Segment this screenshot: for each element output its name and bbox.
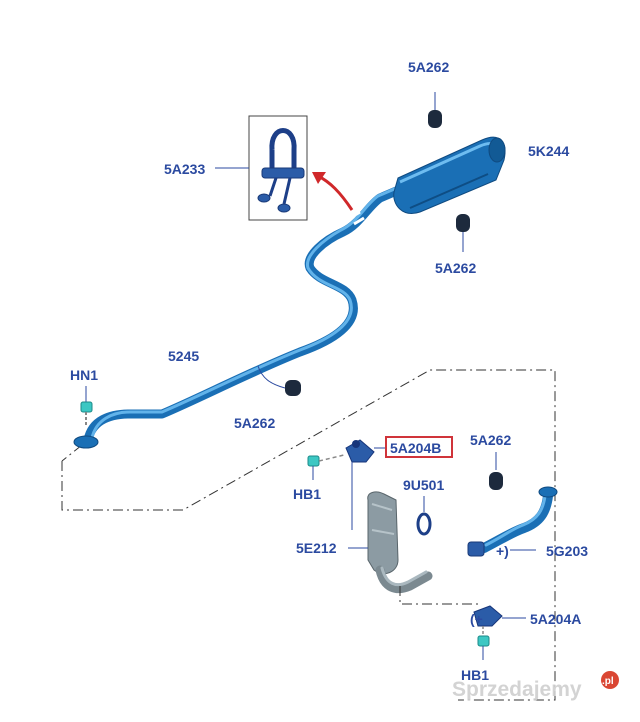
gasket bbox=[416, 496, 432, 536]
label-bolt-rear: HB1 bbox=[461, 667, 489, 683]
bolt-front bbox=[307, 454, 345, 480]
label-pipe-mount: 5A262 bbox=[234, 415, 275, 431]
muffler-mount-upper bbox=[428, 92, 442, 128]
label-nut-front: HN1 bbox=[70, 367, 98, 383]
pipe-mount bbox=[257, 365, 301, 396]
front-pipe-outline bbox=[61, 444, 83, 462]
assembly-outline bbox=[61, 369, 556, 701]
label-flex-pipe: 5G203 bbox=[546, 543, 588, 559]
intermediate-pipe bbox=[73, 181, 413, 449]
label-flex-pipe-symbol: +) bbox=[496, 543, 509, 559]
svg-text:.pl: .pl bbox=[602, 676, 614, 687]
catalytic-converter bbox=[348, 491, 478, 605]
label-catalyst-mount: 5A262 bbox=[470, 432, 511, 448]
nut-front bbox=[80, 386, 93, 426]
muffler-mount-lower bbox=[456, 214, 470, 252]
label-rear-muffler: 5K244 bbox=[528, 143, 569, 159]
label-bolt-front: HB1 bbox=[293, 486, 321, 502]
label-muffler-mount-upper: 5A262 bbox=[408, 59, 449, 75]
bracket-b bbox=[345, 439, 386, 530]
label-gasket: 9U501 bbox=[403, 477, 444, 493]
label-bracket-b: 5A204B bbox=[390, 440, 441, 456]
pipe-clamp-joint bbox=[349, 210, 365, 226]
label-bracket-a-symbol: (+ bbox=[470, 611, 483, 627]
label-catalytic-converter: 5E212 bbox=[296, 540, 337, 556]
rear-muffler bbox=[393, 136, 506, 214]
label-intermediate-pipe: 5245 bbox=[168, 348, 199, 364]
bracket-a bbox=[473, 605, 526, 627]
svg-text:Sprzedajemy: Sprzedajemy bbox=[452, 678, 582, 701]
flex-pipe bbox=[467, 486, 558, 557]
label-muffler-mount-lower: 5A262 bbox=[435, 260, 476, 276]
label-clamp: 5A233 bbox=[164, 161, 205, 177]
clamp-detail-box bbox=[215, 115, 308, 221]
watermark: Sprzedajemy .pl bbox=[452, 671, 619, 701]
clamp-location-arrow bbox=[317, 174, 354, 211]
bolt-rear bbox=[477, 626, 490, 660]
catalyst-mount bbox=[489, 452, 503, 490]
bracket-b-highlight bbox=[385, 436, 453, 458]
label-bracket-a: 5A204A bbox=[530, 611, 581, 627]
arrow-head bbox=[312, 172, 326, 184]
